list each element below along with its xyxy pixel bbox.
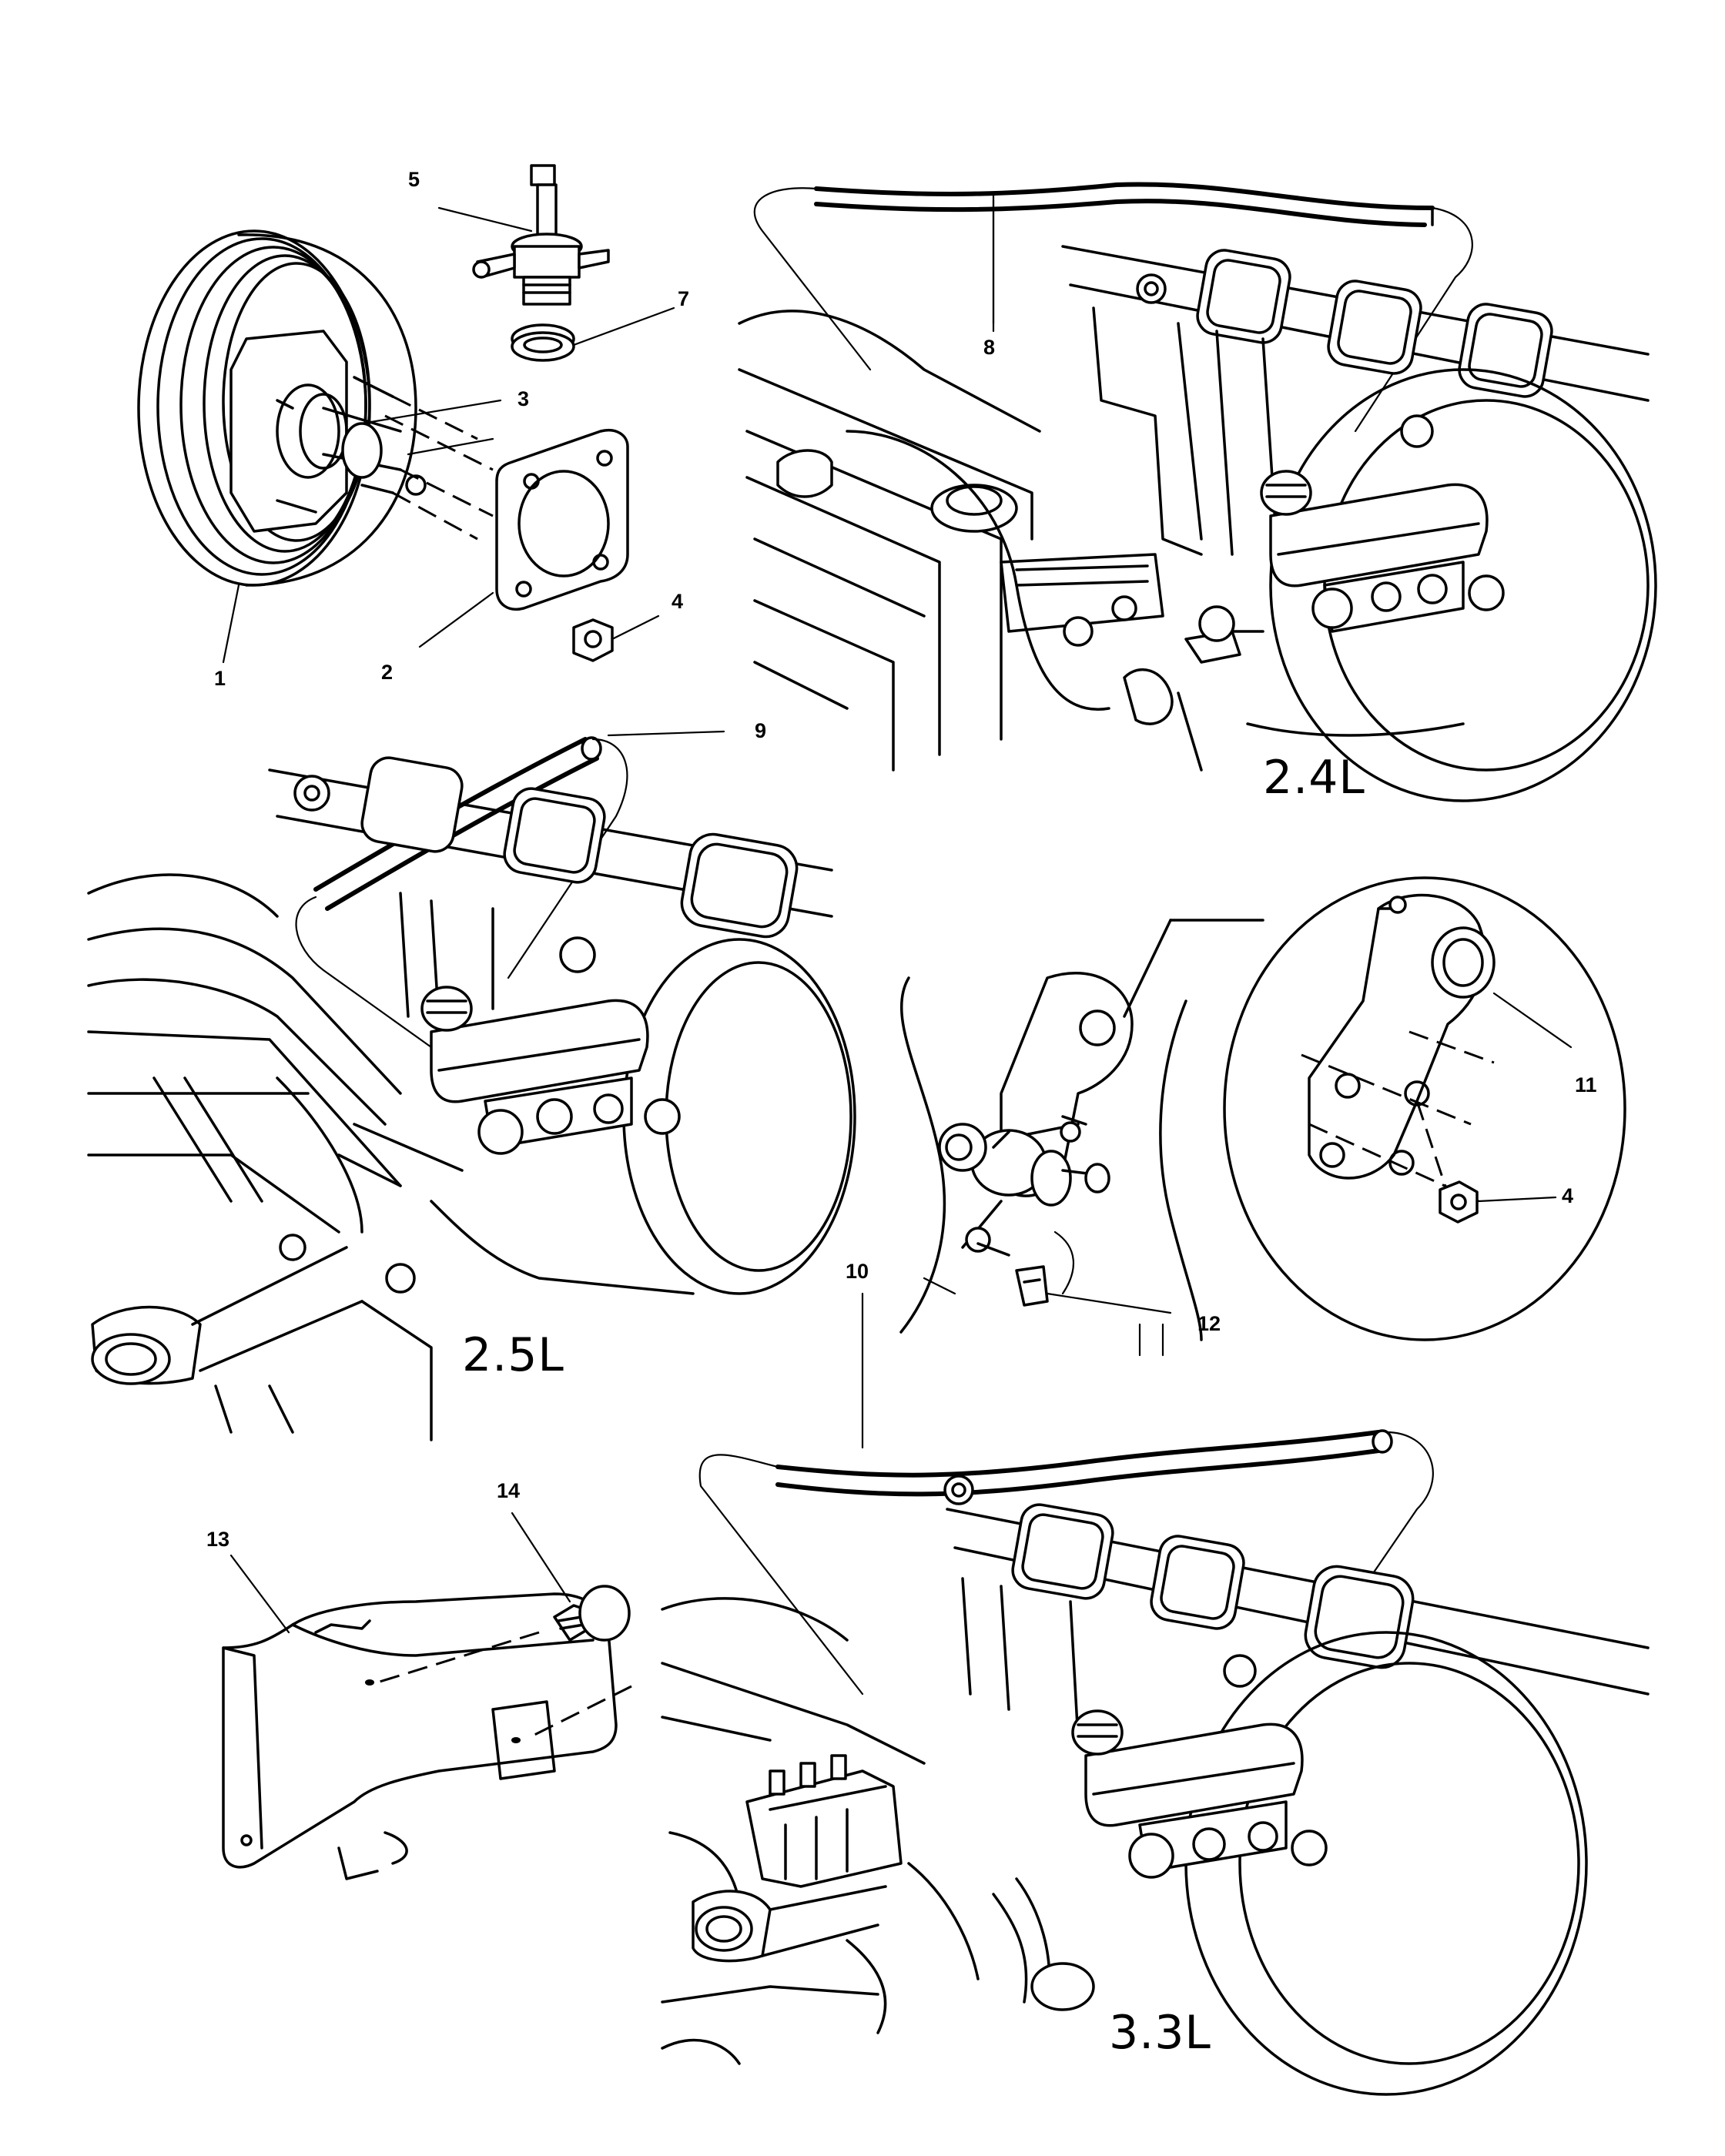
callout-10: 10	[846, 1260, 869, 1283]
callout-12: 12	[1197, 1312, 1221, 1335]
engine-view-2-5l	[87, 736, 856, 1441]
callout-4-detail: 4	[1562, 1184, 1573, 1207]
engine-label-2-4l: 2.4L	[1263, 751, 1365, 805]
leader-lines-top	[222, 206, 675, 664]
engine-view-3-3l	[661, 1429, 1650, 2096]
callout-14: 14	[497, 1479, 520, 1502]
bracket-detail-view	[899, 876, 1626, 1357]
callout-5: 5	[408, 168, 420, 191]
callout-2: 2	[381, 661, 393, 684]
callout-13: 13	[206, 1528, 229, 1551]
engine-label-3-3l: 3.3L	[1109, 2006, 1211, 2060]
callout-11: 11	[1575, 1073, 1597, 1096]
callout-1: 1	[214, 667, 226, 690]
callout-8: 8	[983, 336, 995, 359]
plug-14	[377, 1585, 632, 1738]
callout-4-top: 4	[672, 590, 683, 613]
brake-booster-exploded	[137, 164, 629, 662]
callout-7: 7	[678, 287, 689, 310]
engine-labels: 2.4L 2.5L 3.3L	[462, 751, 1365, 2060]
engine-view-2-4l	[738, 182, 1657, 802]
callout-9: 9	[755, 719, 766, 742]
engine-label-2-5l: 2.5L	[462, 1328, 564, 1382]
leader-lines-bottom	[229, 191, 1573, 1634]
heat-shield-13	[222, 1592, 618, 1880]
callout-3: 3	[518, 387, 529, 410]
callout-labels: 1 2 3 4 5 7 8 9 10 11 4 12 13 14	[206, 168, 1597, 1551]
